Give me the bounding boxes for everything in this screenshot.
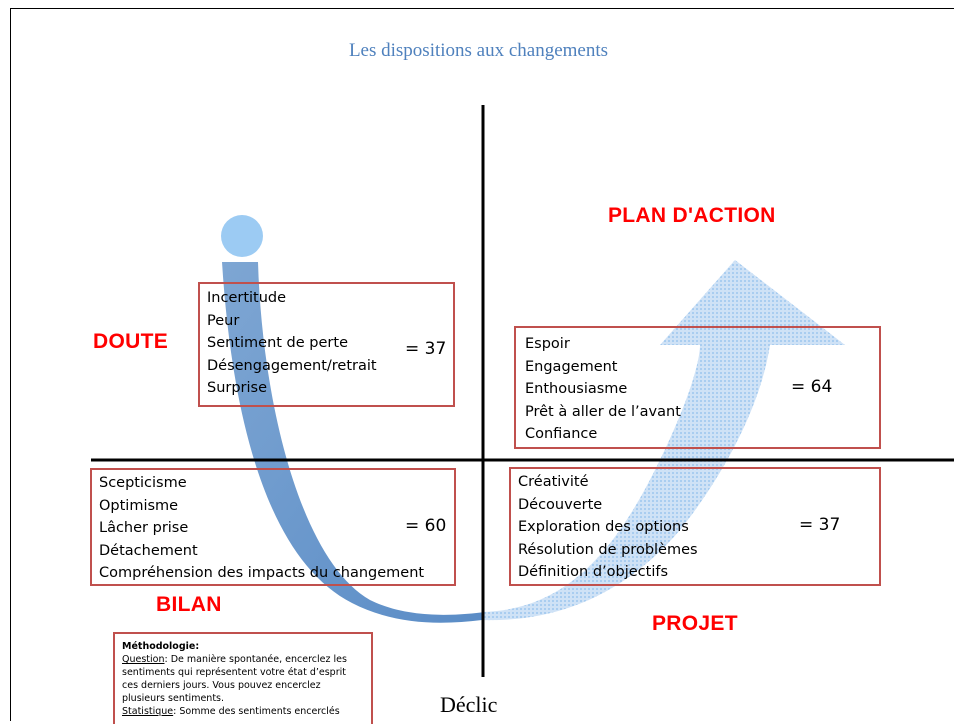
- list-item: Scepticisme: [99, 475, 187, 491]
- list-item: Prêt à aller de l’avant: [525, 403, 681, 420]
- list-item: Engagement: [525, 358, 618, 375]
- methodology-heading: Méthodologie:: [122, 641, 200, 652]
- list-item: Lâcher prise: [99, 520, 189, 536]
- projet-label: PROJET: [652, 612, 738, 635]
- bilan-label: BILAN: [156, 593, 222, 616]
- plan-action-score: = 64: [791, 377, 833, 397]
- projet-box: [509, 467, 881, 586]
- doute-score: = 37: [405, 339, 447, 359]
- list-item: Surprise: [207, 380, 268, 396]
- list-item: Résolution de problèmes: [518, 541, 698, 558]
- start-circle: [221, 215, 263, 257]
- list-item: Créativité: [518, 474, 589, 490]
- ascending-band: [482, 260, 845, 621]
- list-item: Exploration des options: [518, 519, 689, 535]
- list-item: Incertitude: [207, 290, 287, 306]
- list-item: Sentiment de perte: [207, 335, 348, 351]
- statistic-label: Statistique: [122, 706, 174, 717]
- list-item: Enthousiasme: [525, 381, 628, 397]
- projet-items: Créativité Découverte Exploration des op…: [518, 471, 698, 584]
- doute-label: DOUTE: [93, 330, 168, 353]
- list-item: Définition d’objectifs: [518, 564, 669, 580]
- projet-score: = 37: [799, 515, 841, 535]
- list-item: Désengagement/retrait: [207, 357, 377, 374]
- doute-items: Incertitude Peur Sentiment de perte Dése…: [207, 287, 377, 400]
- diagram-title: Les dispositions aux changements: [348, 40, 609, 61]
- list-item: Découverte: [518, 496, 603, 513]
- list-item: Espoir: [525, 336, 570, 352]
- plan-action-label: PLAN D'ACTION: [608, 204, 776, 227]
- declic-label: Déclic: [440, 692, 498, 717]
- doute-box: [198, 282, 455, 407]
- list-item: Détachement: [99, 542, 198, 559]
- methodology-box: Méthodologie: Question: De manière spont…: [113, 632, 373, 724]
- statistic-text: : Somme des sentiments encerclés: [173, 706, 340, 717]
- methodology-statistic: Statistique: Somme des sentiments encerc…: [122, 705, 364, 718]
- slide-frame: [10, 8, 954, 721]
- question-label: Question: [122, 654, 165, 665]
- descending-band: [222, 262, 485, 623]
- list-item: Peur: [207, 312, 240, 329]
- bilan-box: [90, 468, 456, 586]
- list-item: Confiance: [525, 426, 598, 442]
- bilan-items: Scepticisme Optimisme Lâcher prise Détac…: [99, 472, 424, 585]
- bilan-score: = 60: [405, 516, 447, 536]
- question-text: : De manière spontanée, encerclez les se…: [122, 654, 347, 704]
- methodology-question: Question: De manière spontanée, encercle…: [122, 653, 364, 705]
- list-item: Compréhension des impacts du changement: [99, 565, 425, 581]
- list-item: Optimisme: [99, 497, 179, 514]
- plan-action-box: [514, 326, 881, 449]
- plan-action-items: Espoir Engagement Enthousiasme Prêt à al…: [525, 333, 681, 446]
